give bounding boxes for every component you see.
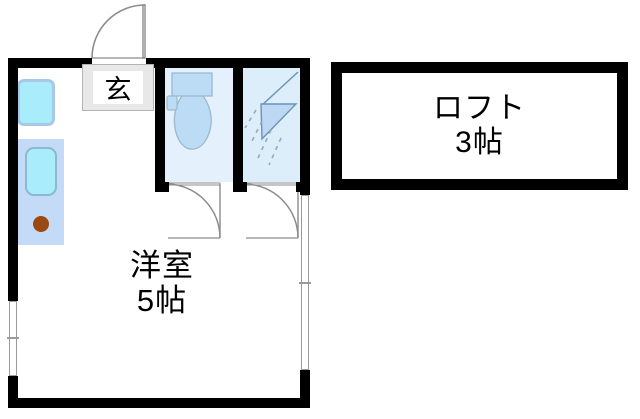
wall-right-upper bbox=[300, 58, 310, 195]
loft-name: ロフト bbox=[433, 92, 526, 126]
sink-basin bbox=[25, 147, 57, 196]
wall-top-left bbox=[8, 58, 92, 68]
shower-spray bbox=[244, 109, 282, 166]
left-wall-window-mullion bbox=[7, 337, 19, 339]
wall-left-lower bbox=[8, 376, 18, 408]
wall-right-lower bbox=[300, 370, 310, 408]
left-wall-window bbox=[9, 301, 17, 376]
wall-bottom bbox=[8, 398, 310, 408]
stove-top bbox=[17, 79, 55, 126]
genkan-label-field: 玄 bbox=[93, 71, 143, 105]
loft-size: 3帖 bbox=[455, 126, 504, 159]
wall-shower-bottom-stub-left bbox=[233, 182, 247, 192]
right-wall-window-mullion bbox=[299, 282, 311, 284]
toilet-door-swing bbox=[167, 182, 221, 239]
faucet-knob bbox=[33, 216, 49, 232]
wall-left-upper bbox=[8, 58, 18, 301]
wall-top-right bbox=[146, 58, 310, 68]
loft-box: ロフト 3帖 bbox=[331, 62, 628, 190]
shower-head bbox=[244, 71, 299, 166]
loft-label: ロフト 3帖 bbox=[433, 92, 526, 159]
entrance-door-swing bbox=[91, 4, 146, 59]
wall-toilet-left bbox=[155, 58, 165, 192]
main-room-size: 5帖 bbox=[136, 282, 188, 318]
wall-toilet-bottom-stub bbox=[155, 182, 169, 192]
shower-door-swing bbox=[245, 182, 299, 239]
main-room-name: 洋室 bbox=[130, 248, 194, 283]
wall-toilet-shower-divider bbox=[233, 58, 243, 192]
main-room-label: 洋室 5帖 bbox=[102, 248, 222, 318]
genkan-label: 玄 bbox=[104, 75, 132, 105]
toilet-fixture bbox=[166, 72, 213, 150]
wall-shower-bottom-stub-right bbox=[296, 182, 310, 192]
